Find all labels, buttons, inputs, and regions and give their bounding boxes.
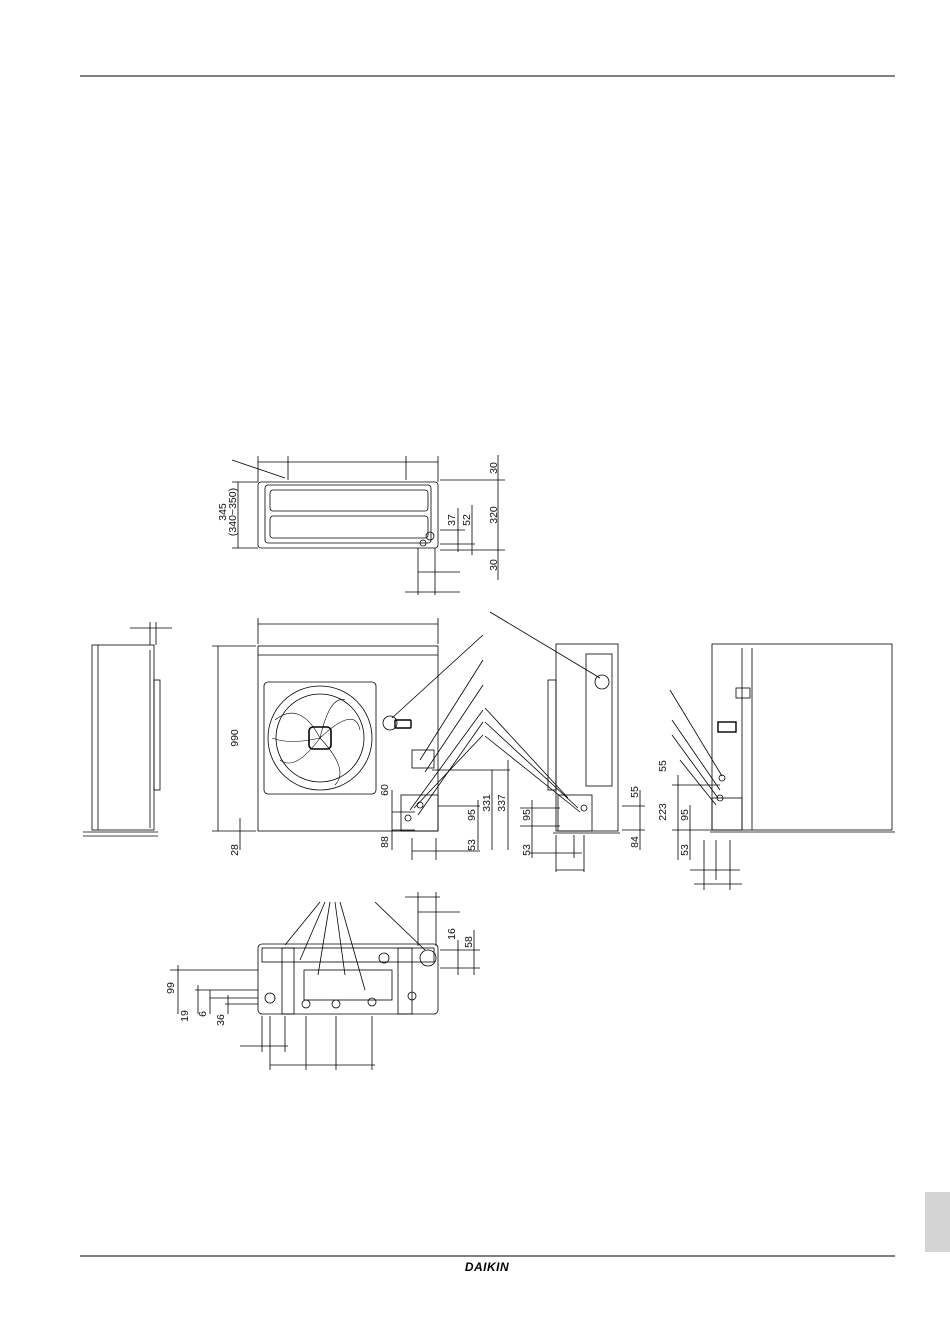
dim-bottom-6: 6 — [197, 1011, 209, 1017]
dim-top-37: 37 — [446, 514, 458, 526]
dim-side-84: 84 — [629, 836, 641, 848]
dim-side-53: 53 — [521, 844, 533, 856]
dim-bottom-99: 99 — [165, 982, 177, 994]
dim-front-88: 88 — [379, 836, 391, 848]
daikin-logo: DAIKIN — [452, 1260, 522, 1274]
left-side-view — [83, 622, 172, 836]
dim-bottom-58: 58 — [463, 936, 475, 948]
dim-rear-95: 95 — [679, 809, 691, 821]
bottom-view-outline — [258, 944, 438, 1014]
dim-top-345-range: (340~350) — [227, 488, 239, 536]
dim-front-337: 337 — [496, 794, 508, 812]
dim-rear-53: 53 — [679, 844, 691, 856]
right-side-view — [520, 644, 645, 872]
dim-bottom-36: 36 — [215, 1014, 227, 1026]
bottom-view — [170, 892, 480, 1070]
rear-view-outline — [712, 644, 892, 830]
dim-top-320: 320 — [488, 506, 500, 524]
dim-front-95: 95 — [466, 809, 478, 821]
dim-rear-223: 223 — [657, 803, 669, 821]
dim-bottom-16: 16 — [446, 928, 458, 940]
dim-front-60: 60 — [379, 784, 391, 796]
chapter-tab — [925, 1192, 950, 1252]
dim-rear-55: 55 — [657, 760, 669, 772]
dim-front-53: 53 — [466, 839, 478, 851]
rear-view — [670, 644, 895, 890]
dim-top-30-upper: 30 — [488, 462, 500, 474]
dim-front-28: 28 — [229, 844, 241, 856]
left-side-outline — [92, 645, 154, 830]
dim-top-30-lower: 30 — [488, 559, 500, 571]
dim-top-52: 52 — [461, 514, 473, 526]
right-side-outline — [556, 644, 618, 831]
dim-side-95: 95 — [521, 809, 533, 821]
front-view — [212, 612, 600, 860]
dim-front-331: 331 — [481, 794, 493, 812]
dim-side-55: 55 — [629, 786, 641, 798]
dim-bottom-19: 19 — [179, 1010, 191, 1022]
front-view-outline — [258, 646, 438, 831]
dim-front-990: 990 — [229, 729, 241, 747]
